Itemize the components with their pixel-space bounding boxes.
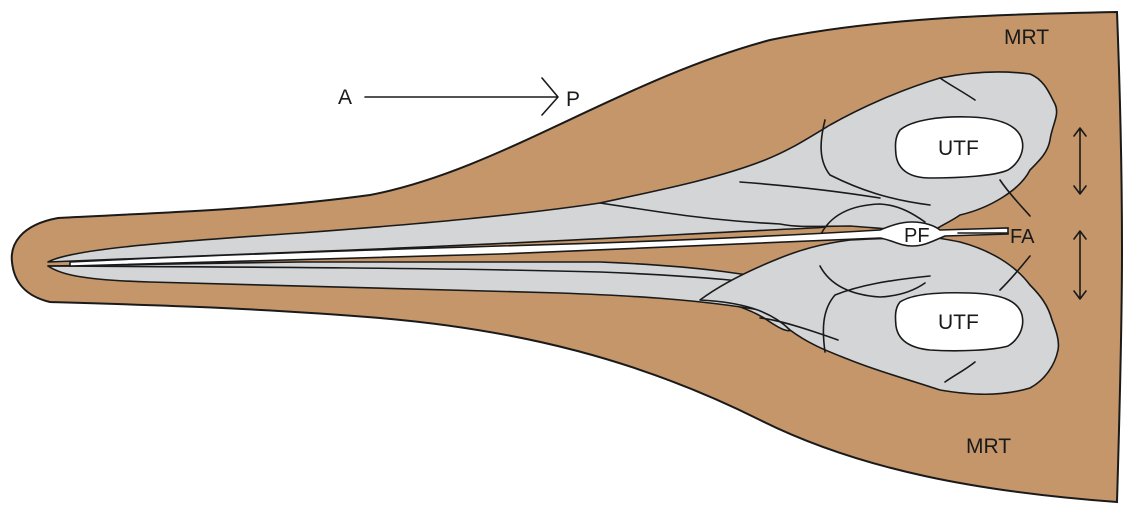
label-anterior: A: [338, 86, 352, 109]
direction-arrow: [365, 78, 558, 115]
label-utf-bottom: UTF: [938, 311, 979, 334]
label-pf: PF: [904, 225, 930, 247]
label-mrt-bottom: MRT: [966, 435, 1011, 458]
label-utf-top: UTF: [938, 137, 979, 160]
label-mrt-top: MRT: [1004, 26, 1049, 49]
label-posterior: P: [566, 88, 580, 111]
label-fa: FA: [1010, 226, 1035, 248]
